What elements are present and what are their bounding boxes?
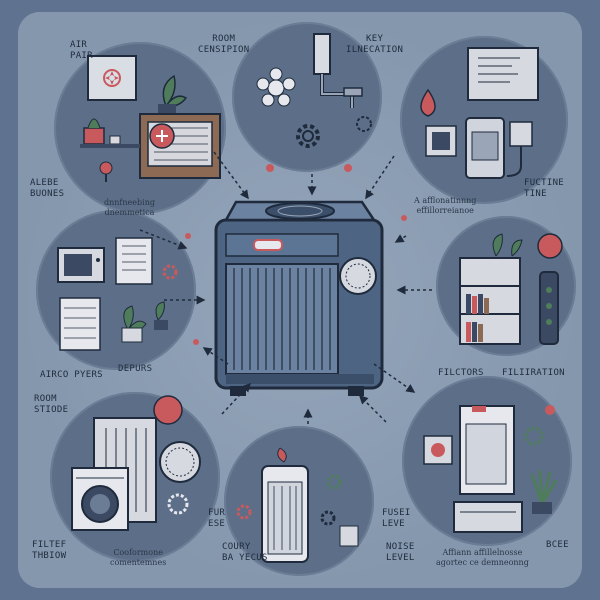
label-filter-thbiow: FILTEF THBIOW [32,540,67,561]
water-drop-icon [420,88,436,117]
flower-icon [256,67,296,107]
alebe-buones-scene [57,237,178,351]
label-airco-pyers: AIRCO PYERS [40,370,103,380]
fan-icon [103,69,121,87]
label-dnnfneebing: dnnfneebing dnemmetica [104,198,155,217]
label-affiann: Affiann affillelnosse agortec ce demneon… [436,548,529,567]
label-a-afflonatinnng: A afflonatinnng effillorreianoe [414,196,477,215]
washing-machine-icon [71,467,129,531]
label-key-ilnecation: KEY ILNECATION [346,34,404,55]
label-room-stiode: ROOM stiode [34,394,69,415]
coury-scene [236,447,359,563]
label-alebe-buones: ALEBE BUONES [30,178,65,199]
label-air-pair: AIR PAIR [70,40,93,61]
plant-icon [530,469,558,514]
label-noise-level: NOISE LEVEL [386,542,415,563]
label-coury-ba-yecus: COURY BA YECUS [222,542,268,563]
hex-icon [356,116,372,132]
filctors-scene [459,233,563,345]
air-conditioner-icon [214,200,384,396]
room-censipion-scene [256,33,372,148]
label-bcee: BCEE [546,540,569,550]
air-purifier-icon [261,465,309,563]
key-ilnecation-scene [420,47,539,179]
fan-icon [339,257,377,295]
air-pair-scene [80,55,221,182]
room-stiode-scene [71,395,201,531]
arrows [139,151,555,424]
gear-icon [162,264,178,280]
label-filiiration: FILIIRATION [502,368,565,378]
plant-icon [158,74,188,114]
label-fusei-leve: FUSEI LEVE [382,508,411,529]
noise-level-scene [423,405,558,533]
label-filctors: FILCTORS [438,368,484,378]
label-room-censipion: ROOM CENSIPION [198,34,250,55]
label-cooformone: Cooformone comentemnes [110,548,167,567]
label-fur-ese: FUR ESE [208,508,226,529]
label-depurs: DEPURS [118,364,153,374]
label-fuctine-tine: FUCTINE TINE [524,178,565,199]
microwave-icon [57,247,105,283]
gear-icon [296,124,320,148]
bookshelf-icon [459,257,521,345]
infographic-card: AIR PAIR ROOM CENSIPION KEY ILNECATION A… [18,12,582,588]
